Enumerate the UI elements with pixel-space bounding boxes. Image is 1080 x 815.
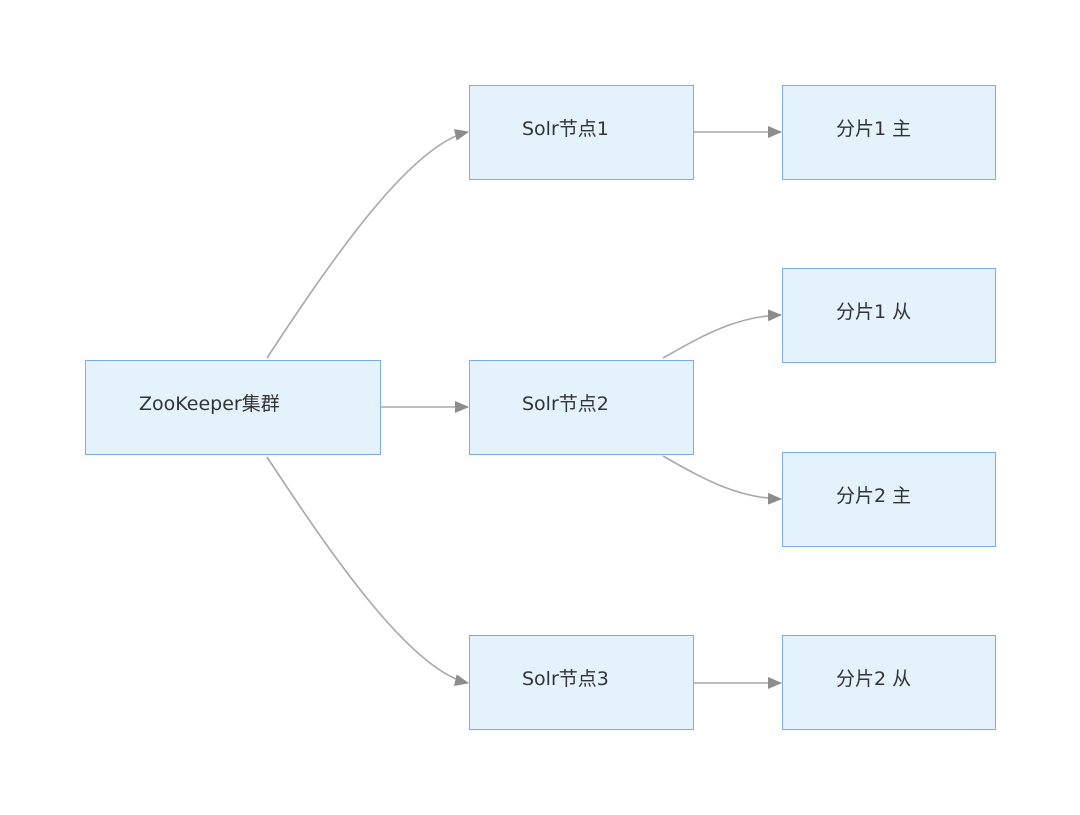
node-label: Solr节点1 <box>522 118 609 140</box>
edge-zookeeper-to-solr1 <box>266 129 469 359</box>
edge-solr2-to-shard1-replica <box>662 309 782 359</box>
node-label: Solr节点2 <box>522 393 609 415</box>
node-solr-3: Solr节点3 <box>469 635 694 730</box>
node-label: 分片2 主 <box>836 485 912 507</box>
node-solr-2: Solr节点2 <box>469 360 694 455</box>
node-shard2-replica: 分片2 从 <box>782 635 996 730</box>
node-label: ZooKeeper集群 <box>139 393 280 415</box>
node-shard1-replica: 分片1 从 <box>782 268 996 363</box>
node-label: 分片1 从 <box>836 301 912 323</box>
node-label: 分片1 主 <box>836 118 912 140</box>
node-shard1-primary: 分片1 主 <box>782 85 996 180</box>
edge-zookeeper-to-solr3 <box>266 456 469 686</box>
node-label: 分片2 从 <box>836 668 912 690</box>
node-label: Solr节点3 <box>522 668 609 690</box>
edge-solr2-to-shard2-primary <box>662 455 782 505</box>
node-solr-1: Solr节点1 <box>469 85 694 180</box>
node-shard2-primary: 分片2 主 <box>782 452 996 547</box>
node-zookeeper-cluster: ZooKeeper集群 <box>85 360 381 455</box>
